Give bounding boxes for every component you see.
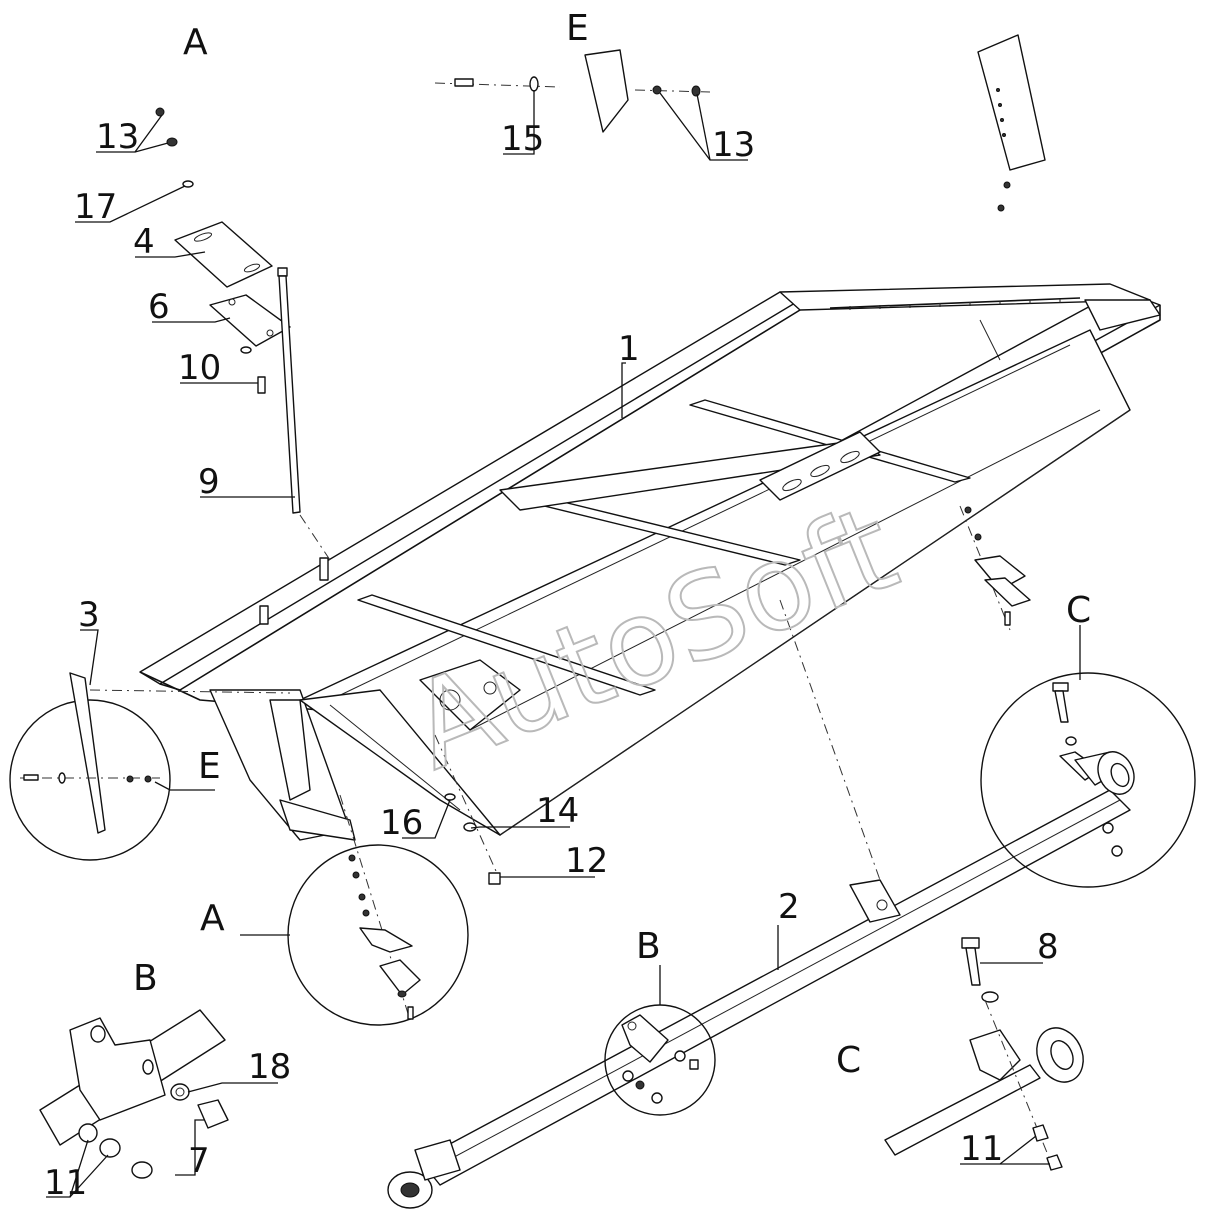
callout-6: 6 — [148, 287, 170, 327]
detail-E-left — [9, 672, 291, 861]
frame-assembly — [139, 283, 1161, 841]
callout-numbers: 13 17 4 6 10 9 15 13 1 3 16 14 12 2 8 18… — [44, 117, 1059, 1203]
detail-E-top — [434, 49, 711, 133]
detail-A-top — [155, 107, 291, 394]
callout-8: 8 — [1037, 927, 1059, 967]
view-label-C-bottom: C — [836, 1040, 861, 1081]
callout-13: 13 — [96, 117, 139, 157]
callout-15: 15 — [501, 119, 544, 159]
callout-14: 14 — [536, 791, 579, 831]
detail-C-bottom — [884, 937, 1084, 1171]
axle-tube — [387, 789, 1131, 1209]
callout-11-left: 11 — [44, 1163, 87, 1203]
view-label-A-top: A — [183, 22, 208, 63]
callout-18: 18 — [248, 1047, 291, 1087]
callout-17: 17 — [74, 187, 117, 227]
view-label-E-left: E — [198, 746, 221, 787]
view-label-C-right: C — [1066, 590, 1091, 631]
detail-A-mid — [287, 794, 469, 1026]
callout-11-right: 11 — [960, 1129, 1003, 1169]
side-plate-top-right — [977, 34, 1046, 212]
view-label-B-left: B — [133, 958, 158, 999]
callout-10: 10 — [178, 348, 221, 388]
callout-3: 3 — [78, 595, 100, 635]
detail-C-right — [779, 599, 1196, 888]
view-label-B-center: B — [636, 926, 661, 967]
view-label-A-mid: A — [200, 898, 225, 939]
callout-12: 12 — [565, 841, 608, 881]
detail-B-center — [604, 1004, 716, 1116]
callout-1: 1 — [618, 329, 640, 369]
view-labels: A E E A B B C C — [133, 8, 1091, 1081]
callout-16: 16 — [380, 803, 423, 843]
callout-2: 2 — [778, 887, 800, 927]
leader-lines — [46, 90, 1081, 1198]
callout-4: 4 — [133, 222, 155, 262]
callout-7: 7 — [188, 1141, 210, 1181]
bolt-9 — [277, 267, 331, 561]
view-label-E-top: E — [566, 8, 589, 49]
small-fasteners — [434, 734, 501, 885]
callout-9: 9 — [198, 462, 220, 502]
bracket-right — [959, 505, 1031, 631]
callout-13-top: 13 — [712, 125, 755, 165]
